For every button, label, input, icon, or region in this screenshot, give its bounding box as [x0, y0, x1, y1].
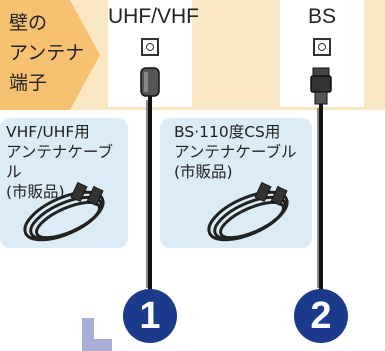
bs-socket-icon	[313, 38, 331, 56]
bs-label: BS	[307, 5, 336, 28]
cable-number-badge-1: 1	[123, 289, 177, 343]
cable-number-badge-2: 2	[294, 289, 348, 343]
uhf-vhf-label: UHF/VHF	[108, 5, 199, 28]
bracket-base-shape	[82, 339, 112, 351]
bs-plug-icon	[310, 67, 332, 105]
uhf-vhf-cable-description: VHF/UHF用 アンテナケーブル (市販品)	[6, 123, 113, 201]
uhf-vhf-plug-icon	[140, 67, 160, 97]
coaxial-cable-icon	[207, 182, 289, 242]
bs-cs-cable-card: BS·110度CS用 アンテナケーブル (市販品)	[160, 118, 312, 248]
wall-terminal-label: 壁の アンテナ 端子	[9, 12, 85, 94]
bs-cs-cable-description: BS·110度CS用 アンテナケーブル (市販品)	[174, 123, 297, 181]
uhf-vhf-socket-icon	[141, 38, 159, 56]
coaxial-cable-icon	[23, 182, 105, 242]
uhf-vhf-cable-card: VHF/UHF用 アンテナケーブル (市販品)	[0, 118, 128, 248]
